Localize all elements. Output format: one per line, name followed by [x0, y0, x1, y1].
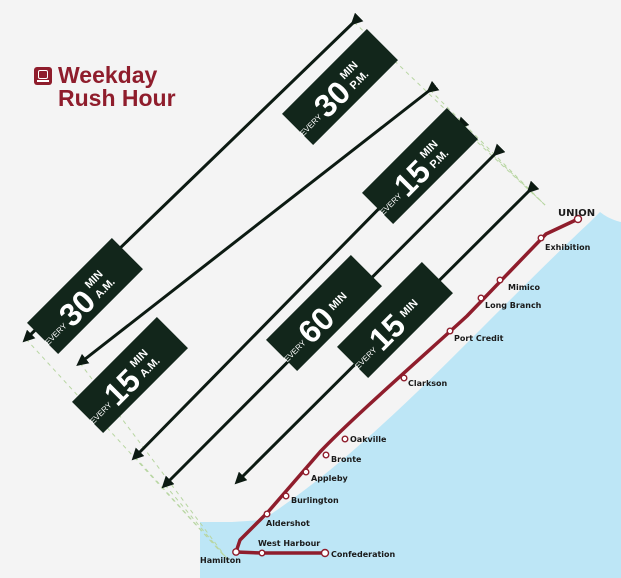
station-marker	[537, 234, 545, 242]
station-marker	[341, 435, 349, 443]
frequency-box	[27, 238, 143, 354]
frequency-box	[282, 29, 398, 145]
station-marker	[573, 214, 583, 224]
station-label: UNION	[558, 208, 595, 219]
station-label: Appleby	[311, 474, 349, 483]
station-label: Hamilton	[200, 556, 241, 565]
frequency-box	[337, 262, 453, 378]
frequency-box	[362, 108, 478, 224]
station-marker	[496, 276, 504, 284]
frequency-box	[72, 317, 188, 433]
station-label: Confederation	[331, 550, 396, 559]
station-marker	[477, 294, 485, 302]
station-label: Oakville	[350, 435, 387, 444]
dashed-guide	[134, 456, 229, 561]
dashed-guide	[164, 484, 229, 561]
station-marker	[400, 374, 408, 382]
station-marker	[322, 451, 330, 459]
station-marker	[258, 549, 266, 557]
station-label: Mimico	[508, 283, 541, 292]
station-label: Clarkson	[408, 379, 448, 388]
lakeshore-west-line	[234, 217, 579, 555]
station-marker	[320, 548, 330, 558]
frequency-box	[266, 255, 382, 371]
station-label: Long Branch	[485, 301, 542, 310]
station-marker	[446, 327, 454, 335]
station-label: Exhibition	[545, 243, 591, 252]
station-marker	[263, 510, 271, 518]
station-label: West Harbour	[258, 539, 320, 548]
station-label: Aldershot	[266, 519, 310, 528]
station-label: Bronte	[331, 455, 362, 464]
station-label: Burlington	[291, 496, 339, 505]
station-label: Port Credit	[454, 334, 504, 343]
station-marker	[232, 548, 240, 556]
lake-shape	[200, 212, 621, 578]
station-marker	[282, 492, 290, 500]
station-marker	[302, 468, 310, 476]
